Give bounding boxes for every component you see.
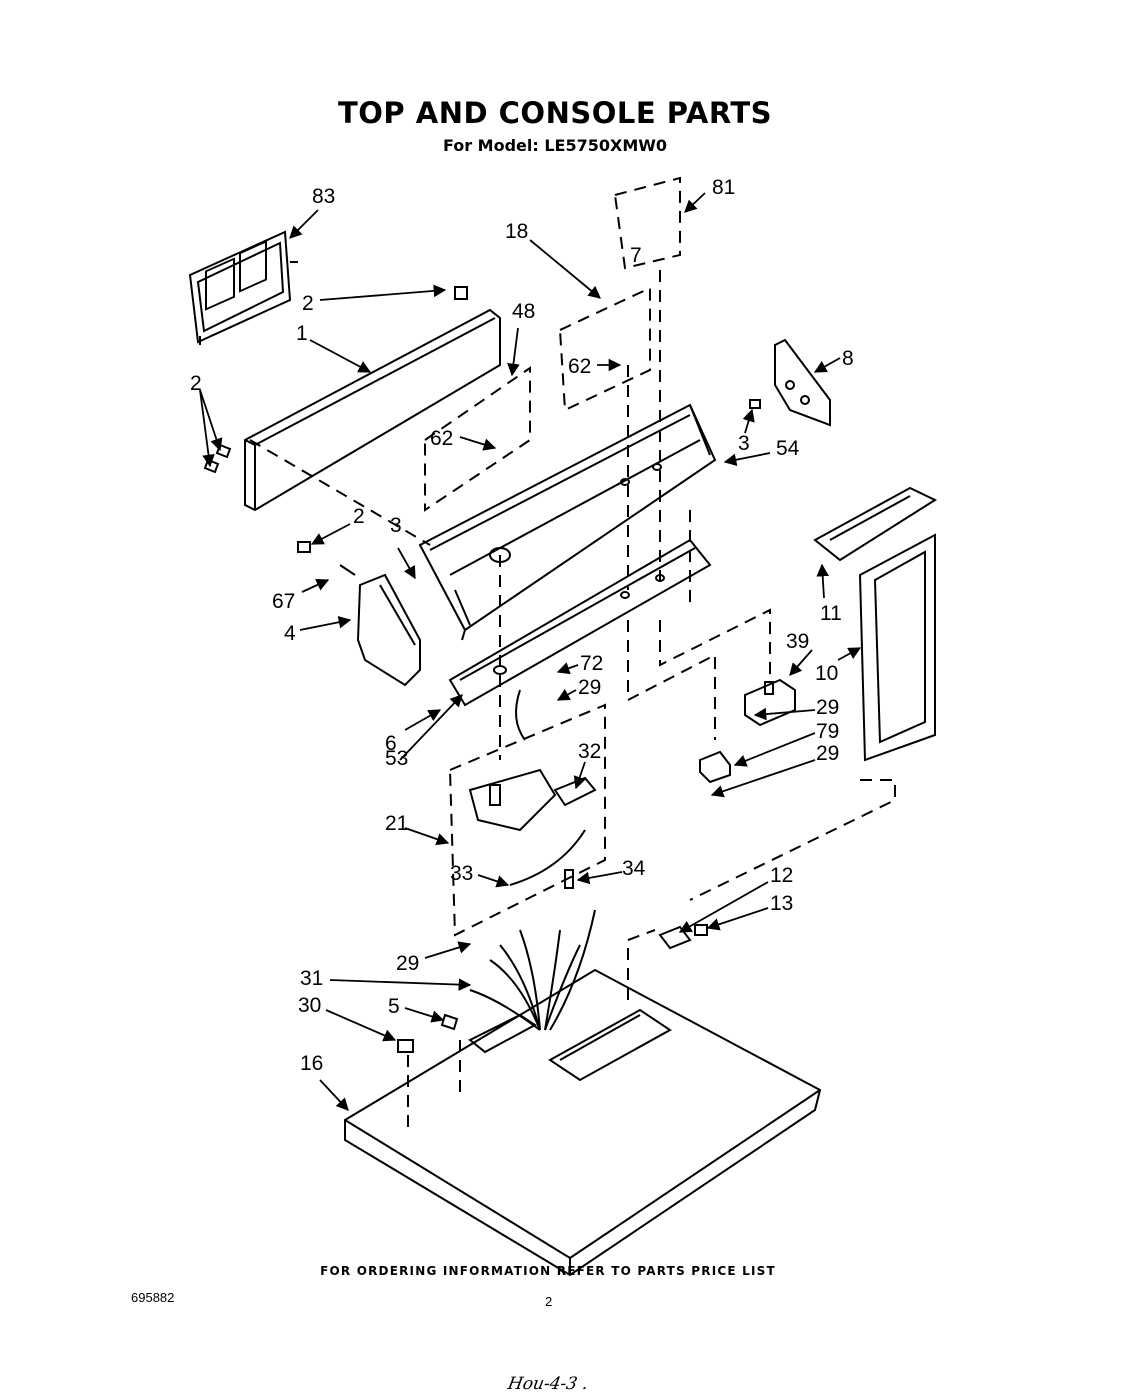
part-79-sensor — [699, 750, 731, 784]
callout-32: 32 — [578, 740, 601, 763]
callout-13: 13 — [770, 892, 793, 915]
callout-5: 5 — [388, 995, 400, 1018]
callout-30: 30 — [298, 994, 321, 1017]
ordering-info-note: FOR ORDERING INFORMATION REFER TO PARTS … — [320, 1264, 776, 1278]
callout-3-right: 3 — [738, 432, 750, 455]
part-10-lint-screen — [858, 533, 936, 762]
callout-1: 1 — [296, 322, 308, 345]
group-box-81 — [613, 176, 681, 270]
callout-2-top: 2 — [302, 292, 314, 315]
callout-12: 12 — [770, 864, 793, 887]
callout-34: 34 — [622, 857, 646, 880]
part-39-switch — [744, 678, 796, 727]
callout-33: 33 — [450, 862, 473, 885]
callout-29-d: 29 — [396, 952, 419, 975]
part-16-top-panel — [344, 968, 822, 1277]
callout-8: 8 — [842, 347, 854, 370]
part-4-end-cap — [339, 564, 421, 687]
callout-29-a: 29 — [578, 676, 601, 699]
callout-83: 83 — [312, 185, 335, 208]
callout-6: 6 — [385, 732, 397, 755]
callout-2-left: 2 — [190, 372, 202, 395]
callout-62-left: 62 — [430, 427, 453, 450]
part-54-console-body — [418, 403, 717, 641]
group-box-18 — [558, 286, 651, 412]
callout-67: 67 — [272, 590, 295, 613]
callout-62-right: 62 — [568, 355, 591, 378]
callout-2-mid: 2 — [353, 505, 365, 528]
callout-72: 72 — [580, 652, 603, 675]
callout-21: 21 — [385, 812, 408, 835]
callout-4: 4 — [284, 622, 296, 645]
part-21-timer — [468, 689, 597, 889]
callout-18: 18 — [505, 220, 528, 243]
callout-39: 39 — [786, 630, 809, 653]
callout-29-c: 29 — [816, 742, 839, 765]
page-title: TOP AND CONSOLE PARTS — [337, 96, 773, 130]
callout-54: 54 — [776, 437, 800, 460]
callout-16: 16 — [300, 1052, 323, 1075]
callout-79: 79 — [816, 720, 839, 743]
callout-29-b: 29 — [816, 696, 839, 719]
part-12-connector — [658, 924, 708, 950]
model-subtitle: For Model: LE5750XMW0 — [442, 136, 668, 155]
callout-53: 53 — [385, 747, 408, 770]
callout-7: 7 — [630, 244, 642, 267]
document-number: 695882 — [131, 1290, 175, 1305]
part-1-console-panel — [244, 308, 501, 512]
callout-31: 31 — [300, 967, 323, 990]
alignment-leads — [249, 270, 896, 1130]
part-11-filter-cover — [813, 486, 938, 562]
callout-3-mid: 3 — [390, 514, 402, 537]
callout-10: 10 — [815, 662, 838, 685]
handwritten-mark: Hou-4-3 . — [506, 1374, 590, 1394]
callout-81: 81 — [712, 176, 735, 199]
group-box-21 — [448, 703, 606, 937]
callout-11: 11 — [820, 602, 842, 625]
callout-48: 48 — [512, 300, 535, 323]
part-31-wire-harness — [469, 909, 596, 1031]
part-8-side-bracket — [749, 338, 831, 427]
page-number: 2 — [545, 1294, 553, 1309]
part-83-bracket — [188, 230, 298, 345]
group-box-48 — [424, 366, 531, 512]
screws-2 — [203, 286, 468, 553]
